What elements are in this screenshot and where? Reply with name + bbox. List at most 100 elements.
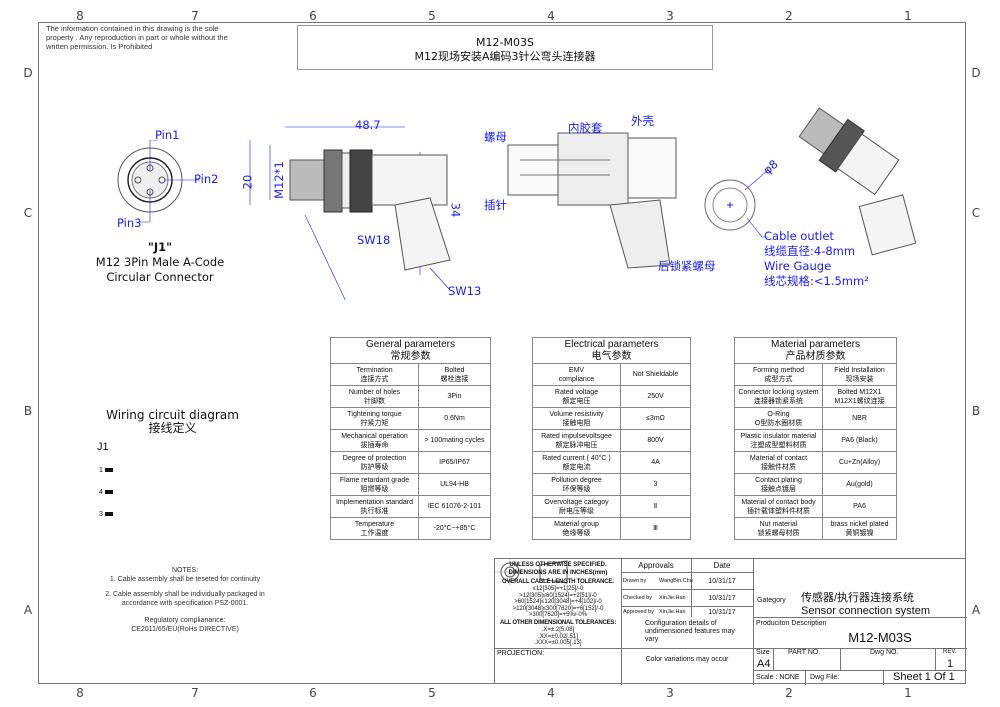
- zone-row: B: [23, 404, 33, 418]
- size-label: Size: [756, 649, 770, 656]
- product-name-cn: M12现场安装A编码3针公弯头连接器: [414, 50, 596, 63]
- part-number-label: PART NO.: [788, 649, 821, 656]
- approved-date: 10/31/17: [708, 609, 736, 616]
- zone-col: 8: [76, 9, 84, 23]
- connector-id: "J1": [147, 240, 173, 254]
- approvals-header: Approvals: [638, 561, 674, 570]
- color-note: Color variations may occur: [645, 656, 729, 663]
- drawn-by-name: WangBin.Chu: [659, 578, 693, 584]
- scale: Scale : NONE: [756, 674, 800, 681]
- wiring-title: Wiring circuit diagram 接线定义: [100, 409, 245, 435]
- production-description: M12-M03S: [848, 630, 912, 645]
- connector-desc-2: Circular Connector: [106, 270, 214, 284]
- length-dimension: 48.7: [355, 118, 381, 132]
- shell-label: 外壳: [631, 114, 654, 128]
- zone-row: D: [23, 66, 33, 80]
- approved-by-name: XinJie.Han: [659, 609, 686, 615]
- cable-outlet-label: Cable outlet: [764, 229, 834, 243]
- zone-row: C: [971, 206, 981, 220]
- cable-diameter: 线缆直径:4-8mm: [764, 244, 856, 258]
- wire-core-spec: 线芯规格:<1.5mm²: [764, 274, 869, 288]
- category-en: Sensor connection system: [801, 605, 931, 617]
- wire-gauge-label: Wire Gauge: [764, 259, 832, 273]
- zone-col: 6: [309, 9, 317, 23]
- front-view-drawing: [117, 140, 200, 223]
- pin3-label: Pin3: [117, 216, 142, 230]
- category-cn: 传感器/执行器连接系统: [801, 592, 915, 604]
- outlet-and-iso-drawing: [704, 107, 917, 256]
- wiring-title-cn: 接线定义: [148, 421, 197, 435]
- pin1-label: Pin1: [155, 128, 180, 142]
- checked-date: 10/31/17: [708, 595, 736, 602]
- other-tolerance-title: ALL OTHER DIMENSIONAL TOLERANCES:: [499, 620, 617, 626]
- cable-outlet-spec: Cable outlet 线缆直径:4-8mm Wire Gauge 线芯规格:…: [764, 229, 869, 289]
- approved-by-label: Approved by: [623, 609, 654, 615]
- zone-col: 3: [666, 686, 674, 700]
- zone-col: 6: [309, 686, 317, 700]
- checked-by-name: XinJie.Han: [659, 595, 686, 601]
- zone-col: 2: [785, 686, 793, 700]
- drawing-title: M12-M03S M12现场安装A编码3针公弯头连接器: [297, 25, 713, 70]
- nut-label: 螺母: [484, 130, 507, 144]
- zone-row: A: [23, 603, 33, 617]
- projection-label: PROJECTION:: [497, 650, 545, 657]
- height-dimension: 20: [240, 174, 255, 190]
- zone-col: 1: [904, 9, 912, 23]
- production-description-label: Produciton Description: [756, 620, 827, 627]
- wiring-pin: 3: [99, 511, 113, 518]
- drawing-file: Dwg File:: [810, 674, 840, 681]
- zone-col: 7: [191, 686, 199, 700]
- model-number: M12-M03S: [476, 36, 534, 49]
- zone-col: 2: [785, 9, 793, 23]
- drawn-by-label: Drawn by: [623, 578, 647, 584]
- inner-sleeve-label: 内胶套: [568, 121, 603, 135]
- sheet-number: Sheet 1 Of 1: [893, 671, 955, 683]
- size-value: A4: [757, 658, 771, 670]
- zone-col: 5: [428, 686, 436, 700]
- section-view-drawing: [507, 132, 677, 269]
- zone-row: A: [971, 603, 981, 617]
- rear-nut-label: 后锁紧螺母: [658, 259, 716, 273]
- zone-col: 1: [904, 686, 912, 700]
- zone-row: C: [23, 206, 33, 220]
- revision-label: REV.: [943, 649, 957, 655]
- zone-col: 7: [191, 9, 199, 23]
- other-tolerance-lines: .X=±.2[5.08].XX=±0.02[.51].XXX=±0.005[.1…: [534, 627, 582, 646]
- notes: NOTES: 1. Cable assembly shall be tesete…: [105, 567, 265, 633]
- zone-col: 3: [666, 9, 674, 23]
- pin-label: 插针: [484, 198, 507, 212]
- drawing-number-label: Dwg NO.: [870, 649, 899, 656]
- projection-symbol: [495, 559, 568, 585]
- wiring-title-en: Wiring circuit diagram: [106, 408, 239, 422]
- wiring-connector-id: J1: [97, 441, 109, 453]
- wiring-pin: 1: [99, 467, 113, 474]
- zone-col: 4: [547, 9, 555, 23]
- title-block: UNLESS OTHERWISE SPECIFIED. DIMENSIONS A…: [494, 558, 967, 685]
- zone-row: B: [971, 404, 981, 418]
